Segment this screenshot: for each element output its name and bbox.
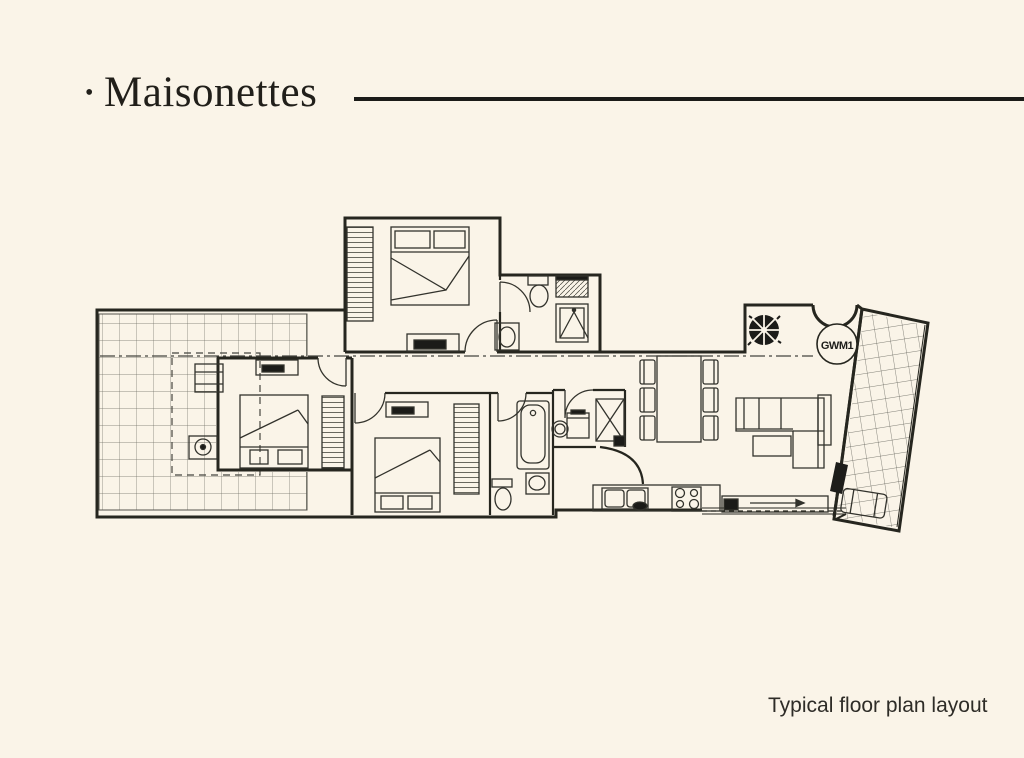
title-rule: [354, 97, 1024, 101]
sideboard: [721, 495, 829, 513]
ac-unit: [188, 435, 218, 460]
balcony: [830, 462, 888, 519]
toilet-icon: [491, 478, 513, 511]
water-heater-icon: [551, 420, 569, 438]
ensuite-door-arc: [499, 281, 531, 313]
lounge-chair-icon: [840, 487, 888, 519]
plan-caption: Typical floor plan layout: [768, 694, 988, 717]
wardrobe-icon: [346, 226, 374, 322]
bedroom-3: [374, 401, 480, 513]
toilet-icon: [527, 275, 549, 308]
door-threshold: [830, 462, 848, 494]
living-dining-area: [639, 355, 832, 469]
vanity-shelf: [555, 275, 589, 298]
double-bed-icon: [374, 437, 441, 513]
sofa-icon: [735, 397, 825, 469]
bathtub-icon: [516, 400, 550, 470]
page-title: Maisonettes: [104, 69, 318, 116]
kitchen-counter: [592, 484, 721, 512]
bedroom-1-door-arc: [464, 319, 498, 353]
bedroom-2-door-arc: [317, 357, 347, 387]
tv-unit: [817, 394, 832, 446]
gwm1-tag: GWM1: [816, 323, 858, 365]
bedroom-3-door-arc: [354, 392, 386, 424]
family-bathroom: [491, 400, 550, 511]
double-bed-icon: [239, 394, 309, 469]
utility-door-arc: [564, 389, 594, 419]
ac-unit: [194, 363, 224, 393]
bathroom-2-door-arc: [497, 392, 527, 422]
bedroom-2: [188, 359, 345, 469]
double-bed-icon: [390, 226, 470, 306]
dining-table-icon: [656, 355, 702, 443]
shower-icon: [555, 303, 589, 343]
washing-machine-icon: [566, 409, 590, 439]
kitchen-area: [592, 484, 829, 513]
kitchen-sink-icon: [601, 487, 649, 511]
bedroom-1: [346, 226, 470, 352]
utility-area: [551, 398, 626, 447]
dresser: [255, 359, 299, 376]
dining-chair: [639, 359, 719, 441]
dresser: [385, 401, 429, 418]
dresser: [406, 333, 460, 352]
ensuite-bathroom: [494, 275, 589, 351]
cooktop-icon: [671, 486, 702, 512]
door-arcs: [317, 281, 594, 424]
walls: [95, 216, 930, 533]
title-bullet: •: [85, 80, 94, 106]
wardrobe-icon: [453, 403, 480, 495]
roof-overhang-dashed: [171, 352, 261, 476]
sink-icon: [525, 472, 550, 495]
gwm1-label: GWM1: [821, 340, 854, 352]
duct-shaft: [595, 398, 626, 447]
wardrobe-icon: [321, 395, 345, 469]
coffee-table: [752, 435, 792, 457]
balcony-tiles: [837, 312, 925, 528]
sink-icon: [494, 322, 520, 351]
plant-icon: [747, 315, 782, 346]
